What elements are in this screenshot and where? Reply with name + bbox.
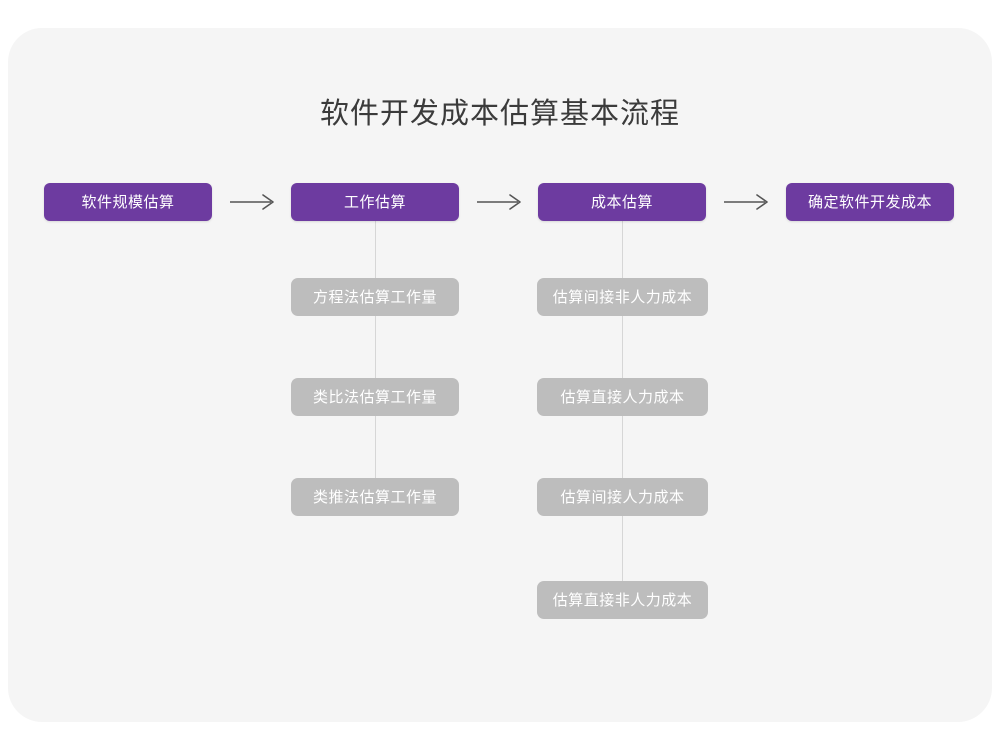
branch-node-label: 估算直接非人力成本 bbox=[552, 590, 693, 609]
branch-node-label: 类比法估算工作量 bbox=[312, 387, 437, 406]
branch-node-effort-inference-method[interactable]: 类推法估算工作量 bbox=[291, 478, 459, 516]
branch-node-effort-equation-method[interactable]: 方程法估算工作量 bbox=[291, 278, 459, 316]
branch-node-label: 方程法估算工作量 bbox=[312, 287, 437, 306]
flow-step-cost-estimation[interactable]: 成本估算 bbox=[538, 183, 706, 221]
flow-step-label: 成本估算 bbox=[590, 192, 653, 211]
arrow-step1-to-step2 bbox=[228, 189, 280, 215]
flow-step-label: 软件规模估算 bbox=[81, 192, 175, 211]
branch-node-effort-analogy-method[interactable]: 类比法估算工作量 bbox=[291, 378, 459, 416]
branch-node-indirect-labor-cost[interactable]: 估算间接人力成本 bbox=[537, 478, 708, 516]
flow-step-label: 工作估算 bbox=[343, 192, 406, 211]
flow-step-effort-estimation[interactable]: 工作估算 bbox=[291, 183, 459, 221]
connector-line-effort bbox=[375, 210, 376, 515]
flow-step-label: 确定软件开发成本 bbox=[807, 192, 932, 211]
branch-node-label: 估算间接人力成本 bbox=[560, 487, 685, 506]
page-title: 软件开发成本估算基本流程 bbox=[319, 96, 680, 130]
arrow-step3-to-step4 bbox=[722, 189, 774, 215]
arrow-step2-to-step3 bbox=[475, 189, 527, 215]
flow-step-determine-development-cost[interactable]: 确定软件开发成本 bbox=[786, 183, 954, 221]
branch-node-indirect-nonlabor-cost[interactable]: 估算间接非人力成本 bbox=[537, 278, 708, 316]
flow-step-software-scale-estimation[interactable]: 软件规模估算 bbox=[44, 183, 212, 221]
branch-node-label: 类推法估算工作量 bbox=[312, 487, 437, 506]
branch-node-label: 估算间接非人力成本 bbox=[552, 287, 693, 306]
diagram-card bbox=[8, 28, 992, 722]
branch-node-label: 估算直接人力成本 bbox=[560, 387, 685, 406]
branch-node-direct-nonlabor-cost[interactable]: 估算直接非人力成本 bbox=[537, 581, 708, 619]
branch-node-direct-labor-cost[interactable]: 估算直接人力成本 bbox=[537, 378, 708, 416]
